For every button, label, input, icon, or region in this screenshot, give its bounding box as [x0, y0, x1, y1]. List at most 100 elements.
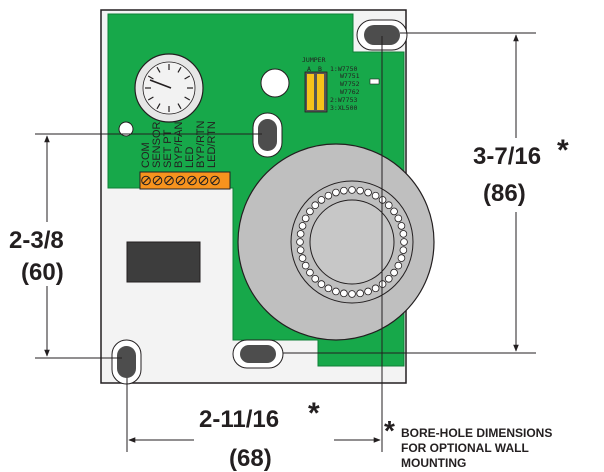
setpoint-dial-pointer [149, 79, 172, 89]
terminal-label-com: COM [140, 142, 152, 168]
vent-hole [390, 207, 398, 216]
bore-hole-bottom-right-core [240, 345, 276, 363]
bore-hole-bottom-left-core [117, 346, 136, 378]
vent-hole [364, 188, 372, 197]
note-line-3: MOUNTING [401, 456, 466, 470]
dial-tick [147, 96, 154, 101]
vent-hole [311, 201, 320, 210]
bore-hole-top-right-core [364, 25, 400, 45]
dimension-right-metric: (86) [483, 180, 526, 207]
bore-hole-bottom-left[interactable] [111, 339, 142, 385]
terminal-label-set-pt: SET PT [162, 129, 174, 168]
jumper-shunt-a[interactable] [307, 74, 314, 110]
dial-tick [184, 75, 191, 80]
dimension-left-imperial: 2-3/8 [9, 227, 64, 254]
dial-tick [184, 96, 191, 101]
vent-hole [371, 284, 380, 293]
vent-hole [348, 186, 356, 194]
jumper-column-b: B [318, 65, 322, 73]
sensor-ring-inner [309, 199, 395, 285]
vent-hole [364, 287, 372, 296]
bore-hole-top-right[interactable] [356, 19, 408, 51]
vent-hole [306, 268, 314, 277]
vent-hole [394, 214, 403, 223]
dial-tick [177, 66, 182, 73]
terminal-screw-slot [177, 177, 184, 184]
vent-hole [356, 186, 364, 195]
vent-hole [394, 261, 403, 270]
vent-hole [296, 246, 305, 254]
vent-hole [397, 254, 406, 262]
vent-hole [340, 186, 348, 195]
terminal-screw-slot [154, 177, 161, 184]
terminal-label-led-rtn: LED/RTN [206, 121, 218, 168]
jumper-title: JUMPER [302, 56, 326, 64]
vent-hole [332, 287, 340, 296]
dial-tick [147, 75, 154, 80]
dial-tick [156, 103, 161, 110]
vent-hole [371, 191, 380, 200]
bore-hole-note: * BORE-HOLE DIMENSIONS FOR OPTIONAL WALL… [384, 415, 552, 470]
bore-hole-center[interactable] [252, 112, 283, 158]
vent-hole [332, 188, 340, 197]
asterisk-icon: * [384, 415, 395, 446]
vent-hole [324, 191, 333, 200]
vent-hole [400, 238, 408, 246]
vent-hole [298, 254, 307, 262]
indicator-hole [118, 121, 134, 137]
asterisk-icon: * [308, 397, 320, 430]
jumper-option-1: 1:W7750 [330, 65, 357, 73]
terminal-strip [139, 171, 231, 190]
vent-holes [296, 186, 408, 298]
jumper-shunt-b[interactable] [317, 74, 324, 110]
jumper-option-4: W7762 [340, 88, 360, 96]
vent-hole [348, 290, 356, 298]
vent-hole [324, 284, 333, 293]
extension-lines [35, 32, 536, 452]
vent-hole [301, 261, 310, 270]
dimension-left-metric: (60) [21, 259, 64, 286]
vent-hole [317, 196, 326, 204]
bore-hole-bottom-right[interactable] [232, 339, 284, 369]
vent-hole [306, 207, 314, 216]
jumper-option-5: 2:W7753 [330, 96, 357, 104]
terminal-label-led: LED [184, 147, 196, 168]
jumper-status-led [369, 78, 380, 85]
vent-hole [298, 222, 307, 230]
vent-hole [399, 246, 408, 254]
terminal-label-sensor: SENSOR [151, 121, 163, 168]
terminal-label-byp-fan: BYP/FAN [173, 121, 185, 168]
terminal-screws [141, 175, 220, 186]
jumper-option-6: 3:XL500 [330, 104, 357, 112]
jumper-option-3: W7752 [340, 80, 360, 88]
terminal-label-byp-rtn: BYP/RTN [195, 120, 207, 168]
asterisk-icon: * [557, 134, 569, 167]
vent-hole [296, 238, 304, 246]
terminal-screw-slot [200, 177, 207, 184]
sensor-disc [237, 143, 435, 341]
terminal-screw-slot [211, 177, 219, 184]
setpoint-dial-icon[interactable] [134, 53, 204, 123]
jumper-column-a: A [307, 65, 311, 73]
dimension-label-right-backing [468, 138, 576, 212]
terminal-screw-slot [188, 177, 196, 184]
vent-hole [317, 280, 326, 288]
terminal-screw-slot [165, 177, 173, 184]
vent-hole [378, 280, 387, 288]
vent-hole [399, 230, 408, 238]
dial-tick [177, 103, 182, 110]
vent-hole [301, 214, 310, 223]
vent-hole [296, 230, 305, 238]
note-line-2: FOR OPTIONAL WALL [401, 441, 529, 455]
dimension-right-imperial: 3-7/16 [473, 143, 541, 170]
note-line-1: BORE-HOLE DIMENSIONS [401, 426, 552, 440]
jumper-block: JUMPER A B 1:W7750 W7751 W7752 W7762 2:W… [302, 56, 380, 113]
dimension-label-left-backing [6, 222, 96, 286]
setpoint-dial-ticks [145, 64, 193, 112]
vent-hole [397, 222, 406, 230]
jumper-option-2: W7751 [340, 72, 360, 80]
dial-tick [156, 66, 161, 73]
terminal-screw-slot [142, 177, 150, 184]
terminal-labels: COM SENSOR SET PT BYP/FAN LED BYP/RTN LE… [140, 120, 218, 168]
